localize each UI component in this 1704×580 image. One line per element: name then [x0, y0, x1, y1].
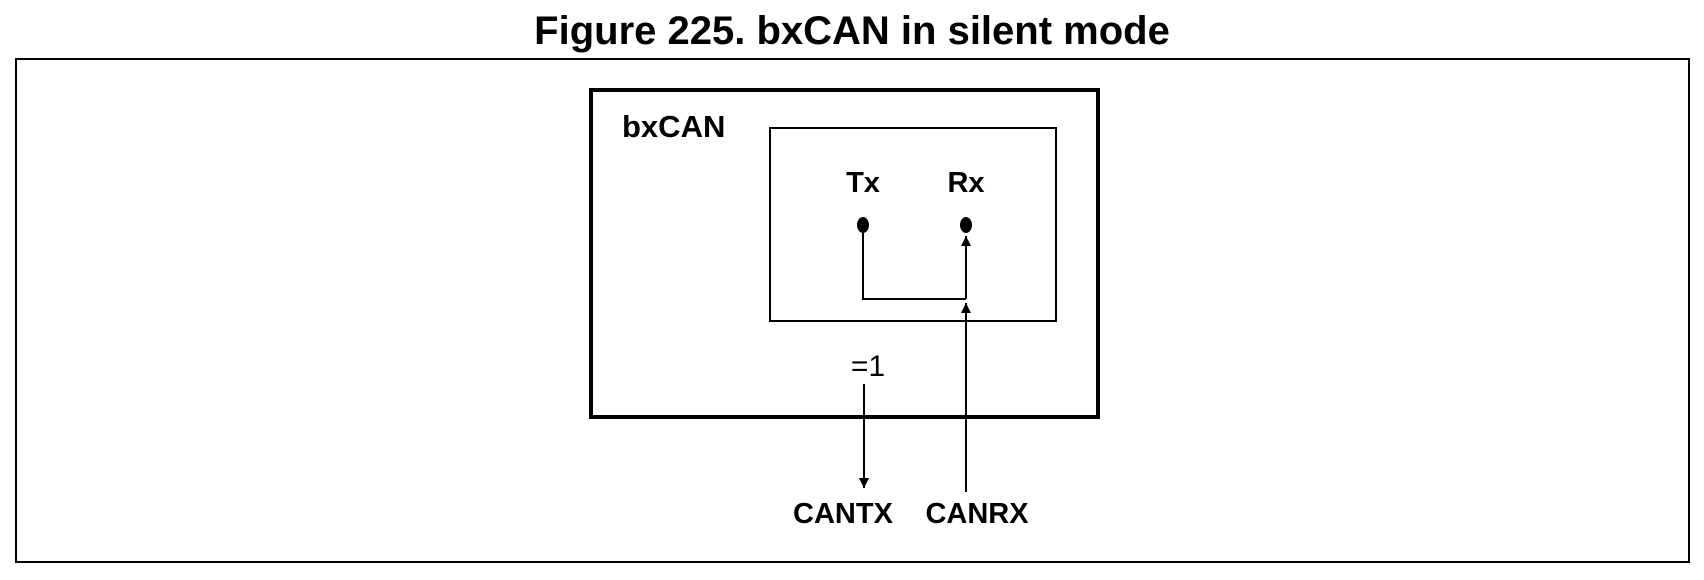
logic-one-label: =1	[851, 350, 885, 383]
bxcan-label: bxCAN	[622, 109, 725, 144]
rx-label: Rx	[947, 167, 984, 199]
canrx-label: CANRX	[925, 498, 1029, 530]
figure-frame	[15, 58, 1690, 563]
txrx-box	[769, 127, 1057, 322]
tx-label: Tx	[846, 167, 880, 199]
bxcan-block	[589, 88, 1100, 419]
tx-terminal-dot	[857, 217, 869, 233]
rx-terminal-dot	[960, 217, 972, 233]
cantx-label: CANTX	[793, 498, 894, 530]
figure-title: Figure 225. bxCAN in silent mode	[534, 9, 1170, 53]
loopback-line	[862, 233, 966, 300]
